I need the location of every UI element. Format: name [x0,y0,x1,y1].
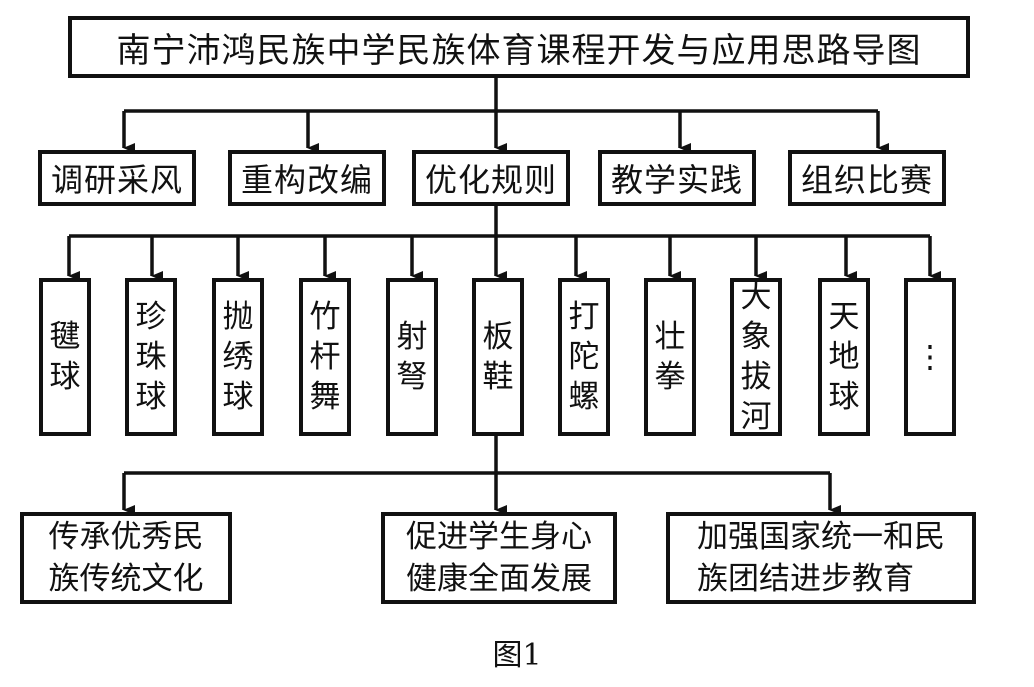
sport-item: 珍珠球 [125,278,177,436]
outcome-national-unity: 加强国家统一和民 族团结进步教育 [666,512,976,604]
outcome-line: 族团结进步教育 [697,561,914,597]
outcome-line: 族传统文化 [48,561,204,597]
stage-label: 重构改编 [240,161,373,199]
stage-optimize-rules: 优化规则 [412,150,570,206]
sport-item: 射弩 [386,278,438,436]
outcome-line: 健康全面发展 [406,561,592,597]
outcome-line: 加强国家统一和民 [697,519,945,555]
sport-label: 板鞋 [482,319,514,395]
stage-restructure: 重构改编 [228,150,386,206]
sport-item: 壮拳 [644,278,696,436]
stage-research: 调研采风 [38,150,196,206]
stage-label: 组织比赛 [800,161,933,199]
sport-item: 板鞋 [472,278,524,436]
sport-item: 大象拔河 [730,278,782,436]
diagram-title-text: 南宁沛鸿民族中学民族体育课程开发与应用思路导图 [116,30,922,71]
outcome-inherit-culture: 传承优秀民 族传统文化 [20,512,232,604]
outcome-line: 促进学生身心 [406,519,592,555]
sport-label: 大象拔河 [740,279,772,435]
figure-caption: 图1 [492,638,542,673]
sport-label: 天地球 [828,299,860,415]
sport-item-more: ⋮ [904,278,956,436]
sport-label: 抛绣球 [222,299,254,415]
sport-label: 竹杆舞 [309,299,341,415]
stage-competition: 组织比赛 [788,150,946,206]
sport-label: 射弩 [396,319,428,395]
stage-label: 调研采风 [50,161,183,199]
stage-label: 优化规则 [424,161,557,199]
sport-label: 壮拳 [654,319,686,395]
stage-teaching-practice: 教学实践 [598,150,756,206]
sport-item: 天地球 [818,278,870,436]
sport-item: 竹杆舞 [299,278,351,436]
sport-label: 打陀螺 [568,299,600,415]
stage-label: 教学实践 [610,161,743,199]
sport-label: 毽球 [49,319,81,395]
ellipsis-icon: ⋮ [914,339,946,375]
sport-item: 抛绣球 [212,278,264,436]
diagram-title: 南宁沛鸿民族中学民族体育课程开发与应用思路导图 [68,16,970,78]
outcome-line: 传承优秀民 [48,519,204,555]
sport-item: 打陀螺 [558,278,610,436]
outcome-student-health: 促进学生身心 健康全面发展 [381,512,617,604]
sport-label: 珍珠球 [135,299,167,415]
sport-item: 毽球 [39,278,91,436]
